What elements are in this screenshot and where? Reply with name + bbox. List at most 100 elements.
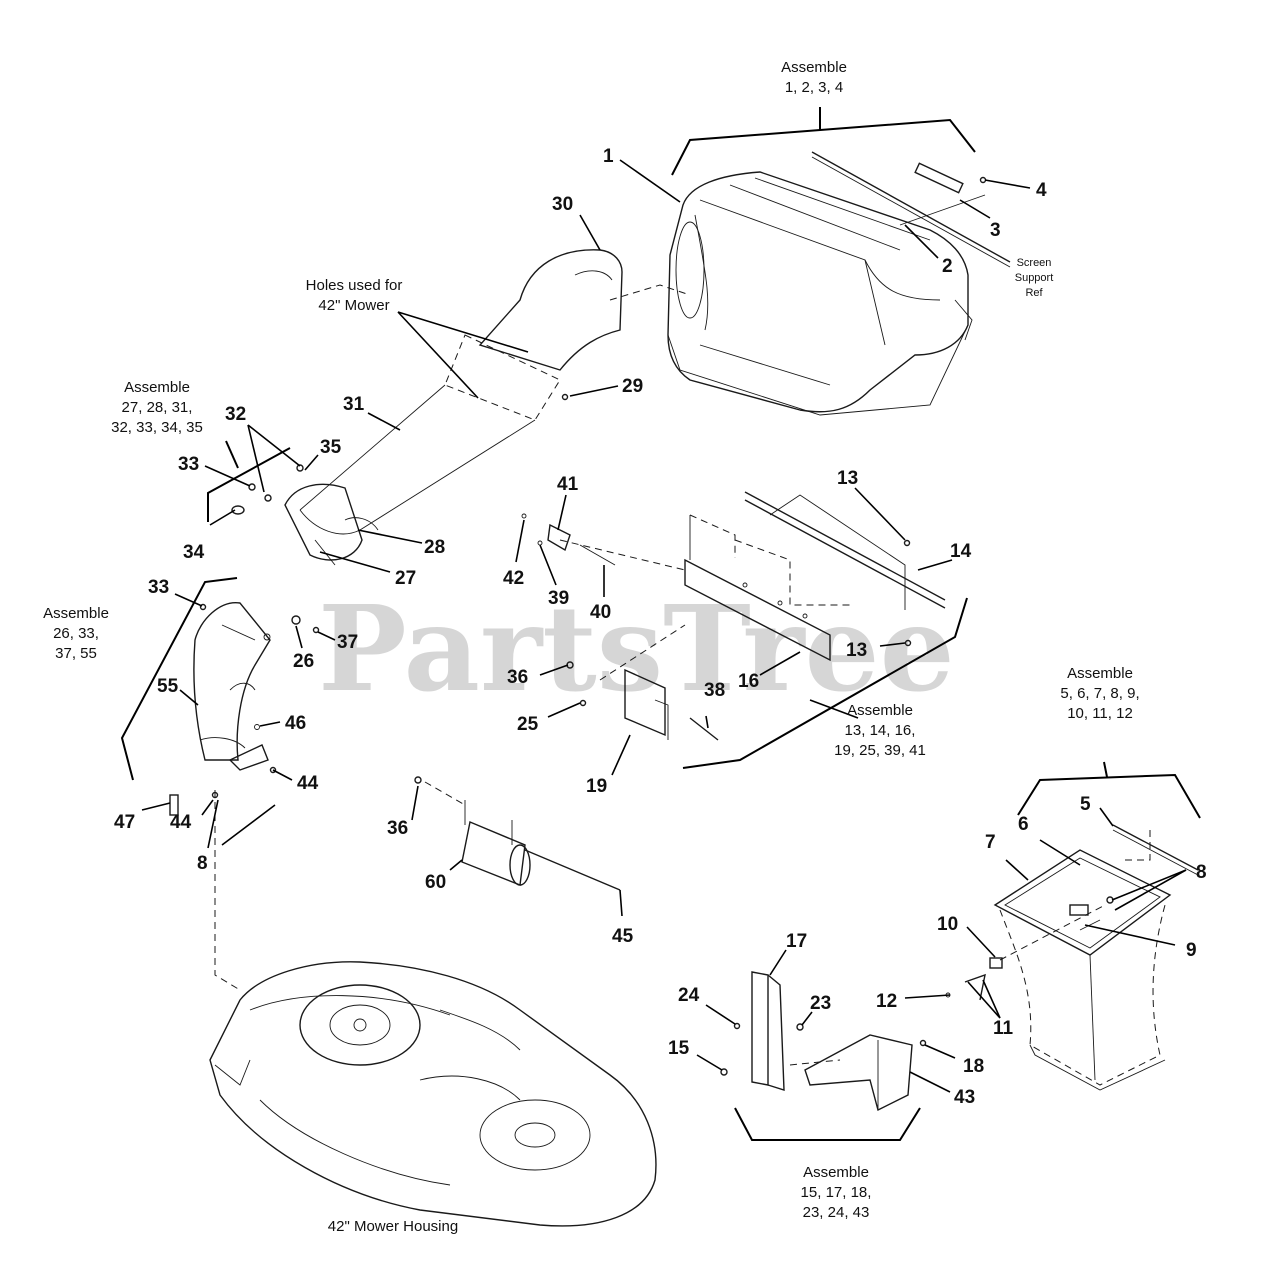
part-6-7-bag-frame <box>993 849 1172 956</box>
mower-housing <box>209 961 657 1227</box>
callout-13b: 13 <box>846 640 867 661</box>
part-37-nut <box>312 626 320 634</box>
note-holes-line-1: Holes used for <box>306 277 403 294</box>
callout-31: 31 <box>343 394 365 415</box>
bracket-assembly-2-stem <box>225 440 239 469</box>
assembly-5-parts-2: 10, 11, 12 <box>1067 705 1133 722</box>
part-17-hinge-bracket <box>751 971 785 1091</box>
callout-3: 3 <box>990 220 1001 241</box>
callout-44b: 44 <box>297 773 319 794</box>
note-holes-line-2: 42" Mower <box>318 297 389 314</box>
assembly-label-4: Assemble 13, 14, 16, 19, 25, 39, 41 <box>834 702 926 759</box>
part-bag <box>999 904 1166 1091</box>
callout-45: 45 <box>612 926 634 947</box>
part-32-nut <box>264 494 272 502</box>
assembly-6-title: Assemble <box>803 1164 869 1181</box>
dashline-5 <box>1120 830 1151 861</box>
assembly-5-title: Assemble <box>1067 665 1133 682</box>
callout-36b: 36 <box>387 818 408 839</box>
assembly-2-title: Assemble <box>124 379 190 396</box>
callout-13a: 13 <box>837 468 858 489</box>
callout-39: 39 <box>548 588 569 609</box>
part-13-screw-b <box>904 639 912 647</box>
callout-1: 1 <box>603 146 614 167</box>
callout-17: 17 <box>786 931 807 952</box>
assembly-2-parts-2: 32, 33, 34, 35 <box>111 419 203 436</box>
callout-18: 18 <box>963 1056 984 1077</box>
part-38-pin <box>689 717 719 741</box>
callout-19: 19 <box>586 776 607 797</box>
callout-27: 27 <box>395 568 416 589</box>
dashline-elbow-housing <box>214 790 241 991</box>
callout-26: 26 <box>293 651 314 672</box>
callout-40: 40 <box>590 602 611 623</box>
callout-43: 43 <box>954 1087 975 1108</box>
callout-36a: 36 <box>507 667 528 688</box>
callout-34: 34 <box>183 542 205 563</box>
callout-23: 23 <box>810 993 831 1014</box>
callout-44a: 44 <box>170 812 192 833</box>
part-4-screw <box>979 176 987 184</box>
callout-4: 4 <box>1036 180 1047 201</box>
bracket-assembly-5 <box>1017 773 1201 819</box>
callout-8b: 8 <box>1196 862 1207 883</box>
callout-55: 55 <box>157 676 179 697</box>
part-43-mount-bracket <box>804 1034 913 1112</box>
part-33-screw-b <box>199 603 207 611</box>
part-31-tube <box>299 334 561 535</box>
callout-24: 24 <box>678 985 700 1006</box>
note-holes: Holes used for 42" Mower <box>306 277 403 314</box>
callout-9: 9 <box>1186 940 1197 961</box>
part-30-chute-top <box>478 249 623 371</box>
part-55-chute-elbow <box>193 602 271 761</box>
bracket-assembly-1 <box>671 118 976 176</box>
callout-14: 14 <box>950 541 972 562</box>
assembly-6-parts-1: 15, 17, 18, <box>801 1184 872 1201</box>
part-16-bracket <box>684 514 850 662</box>
assembly-3-parts-2: 37, 55 <box>55 645 97 662</box>
callout-2: 2 <box>942 256 953 277</box>
part-29-screw <box>561 393 569 401</box>
note-screen-line-1: Screen <box>1017 257 1052 269</box>
part-15-bolt <box>720 1068 728 1076</box>
bracket-assembly-5-stem <box>1103 761 1108 778</box>
assembly-3-title: Assemble <box>43 605 109 622</box>
part-2-screen-support-rod <box>811 151 1011 268</box>
assembly-label-1: Assemble 1, 2, 3, 4 <box>781 59 847 96</box>
note-screen-support: Screen Support Ref <box>1015 257 1054 299</box>
bracket-assembly-4 <box>682 597 968 769</box>
part-44-pin-b <box>269 766 277 774</box>
assembly-6-parts-2: 23, 24, 43 <box>803 1204 870 1221</box>
part-14-rail <box>744 491 946 610</box>
part-19-plate <box>599 624 686 740</box>
callout-29: 29 <box>622 376 643 397</box>
part-23-nut <box>796 1023 804 1031</box>
callout-25: 25 <box>517 714 539 735</box>
assembly-4-parts-1: 13, 14, 16, <box>845 722 916 739</box>
part-5-rod <box>1112 824 1199 876</box>
assembly-label-3: Assemble 26, 33, 37, 55 <box>43 605 109 662</box>
assembly-3-parts-1: 26, 33, <box>53 625 99 642</box>
callout-30: 30 <box>552 194 573 215</box>
callout-47: 47 <box>114 812 135 833</box>
callout-10: 10 <box>937 914 958 935</box>
part-26-knob <box>291 615 301 625</box>
bracket-assembly-3 <box>120 577 238 781</box>
part-46-bracket <box>228 724 269 771</box>
part-45-rod <box>524 849 621 891</box>
watermark: PartsTree <box>318 579 955 718</box>
assembly-4-title: Assemble <box>847 702 913 719</box>
callout-16: 16 <box>738 671 759 692</box>
callout-32: 32 <box>225 404 246 425</box>
callout-41: 41 <box>557 474 579 495</box>
assembly-label-5: Assemble 5, 6, 7, 8, 9, 10, 11, 12 <box>1060 665 1139 722</box>
assembly-4-parts-2: 19, 25, 39, 41 <box>834 742 926 759</box>
callout-12: 12 <box>876 991 897 1012</box>
dashline-30-1 <box>609 284 691 301</box>
part-33-screw-a <box>248 483 256 491</box>
assembly-1-parts: 1, 2, 3, 4 <box>785 79 843 96</box>
callout-33a: 33 <box>178 454 199 475</box>
part-3-latch <box>914 162 964 194</box>
note-screen-line-2: Support <box>1015 272 1054 284</box>
